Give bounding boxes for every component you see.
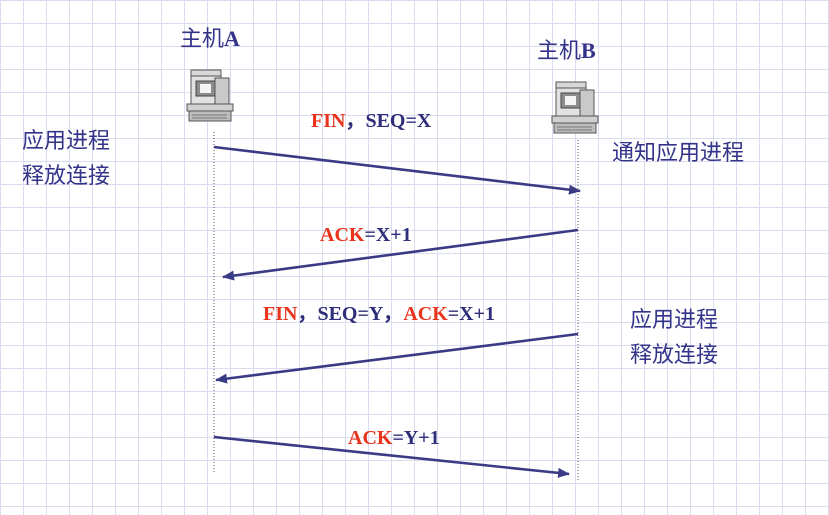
message-4-label: ACK=Y+1: [348, 427, 440, 449]
message-3-arrow: [215, 332, 579, 384]
computer-icon: [186, 69, 234, 122]
message-4-arrow: [213, 435, 570, 478]
host-b-release-note-line2: 释放连接: [630, 343, 718, 368]
host-b-release-note-line1: 应用进程: [630, 308, 718, 333]
host-b-label: 主机B: [537, 38, 596, 64]
message-1-label: FIN，SEQ=X: [311, 110, 432, 132]
message-3-label: FIN，SEQ=Y，ACK=X+1: [263, 303, 495, 325]
message-2-label: ACK=X+1: [320, 224, 412, 246]
computer-icon: [551, 81, 599, 134]
host-b-notify-note: 通知应用进程: [612, 141, 744, 166]
host-a-note-line2: 释放连接: [22, 164, 110, 189]
message-1-arrow: [213, 145, 581, 195]
message-2-arrow: [222, 228, 579, 281]
host-a-label: 主机A: [180, 26, 240, 52]
host-a-note-line1: 应用进程: [22, 129, 110, 154]
